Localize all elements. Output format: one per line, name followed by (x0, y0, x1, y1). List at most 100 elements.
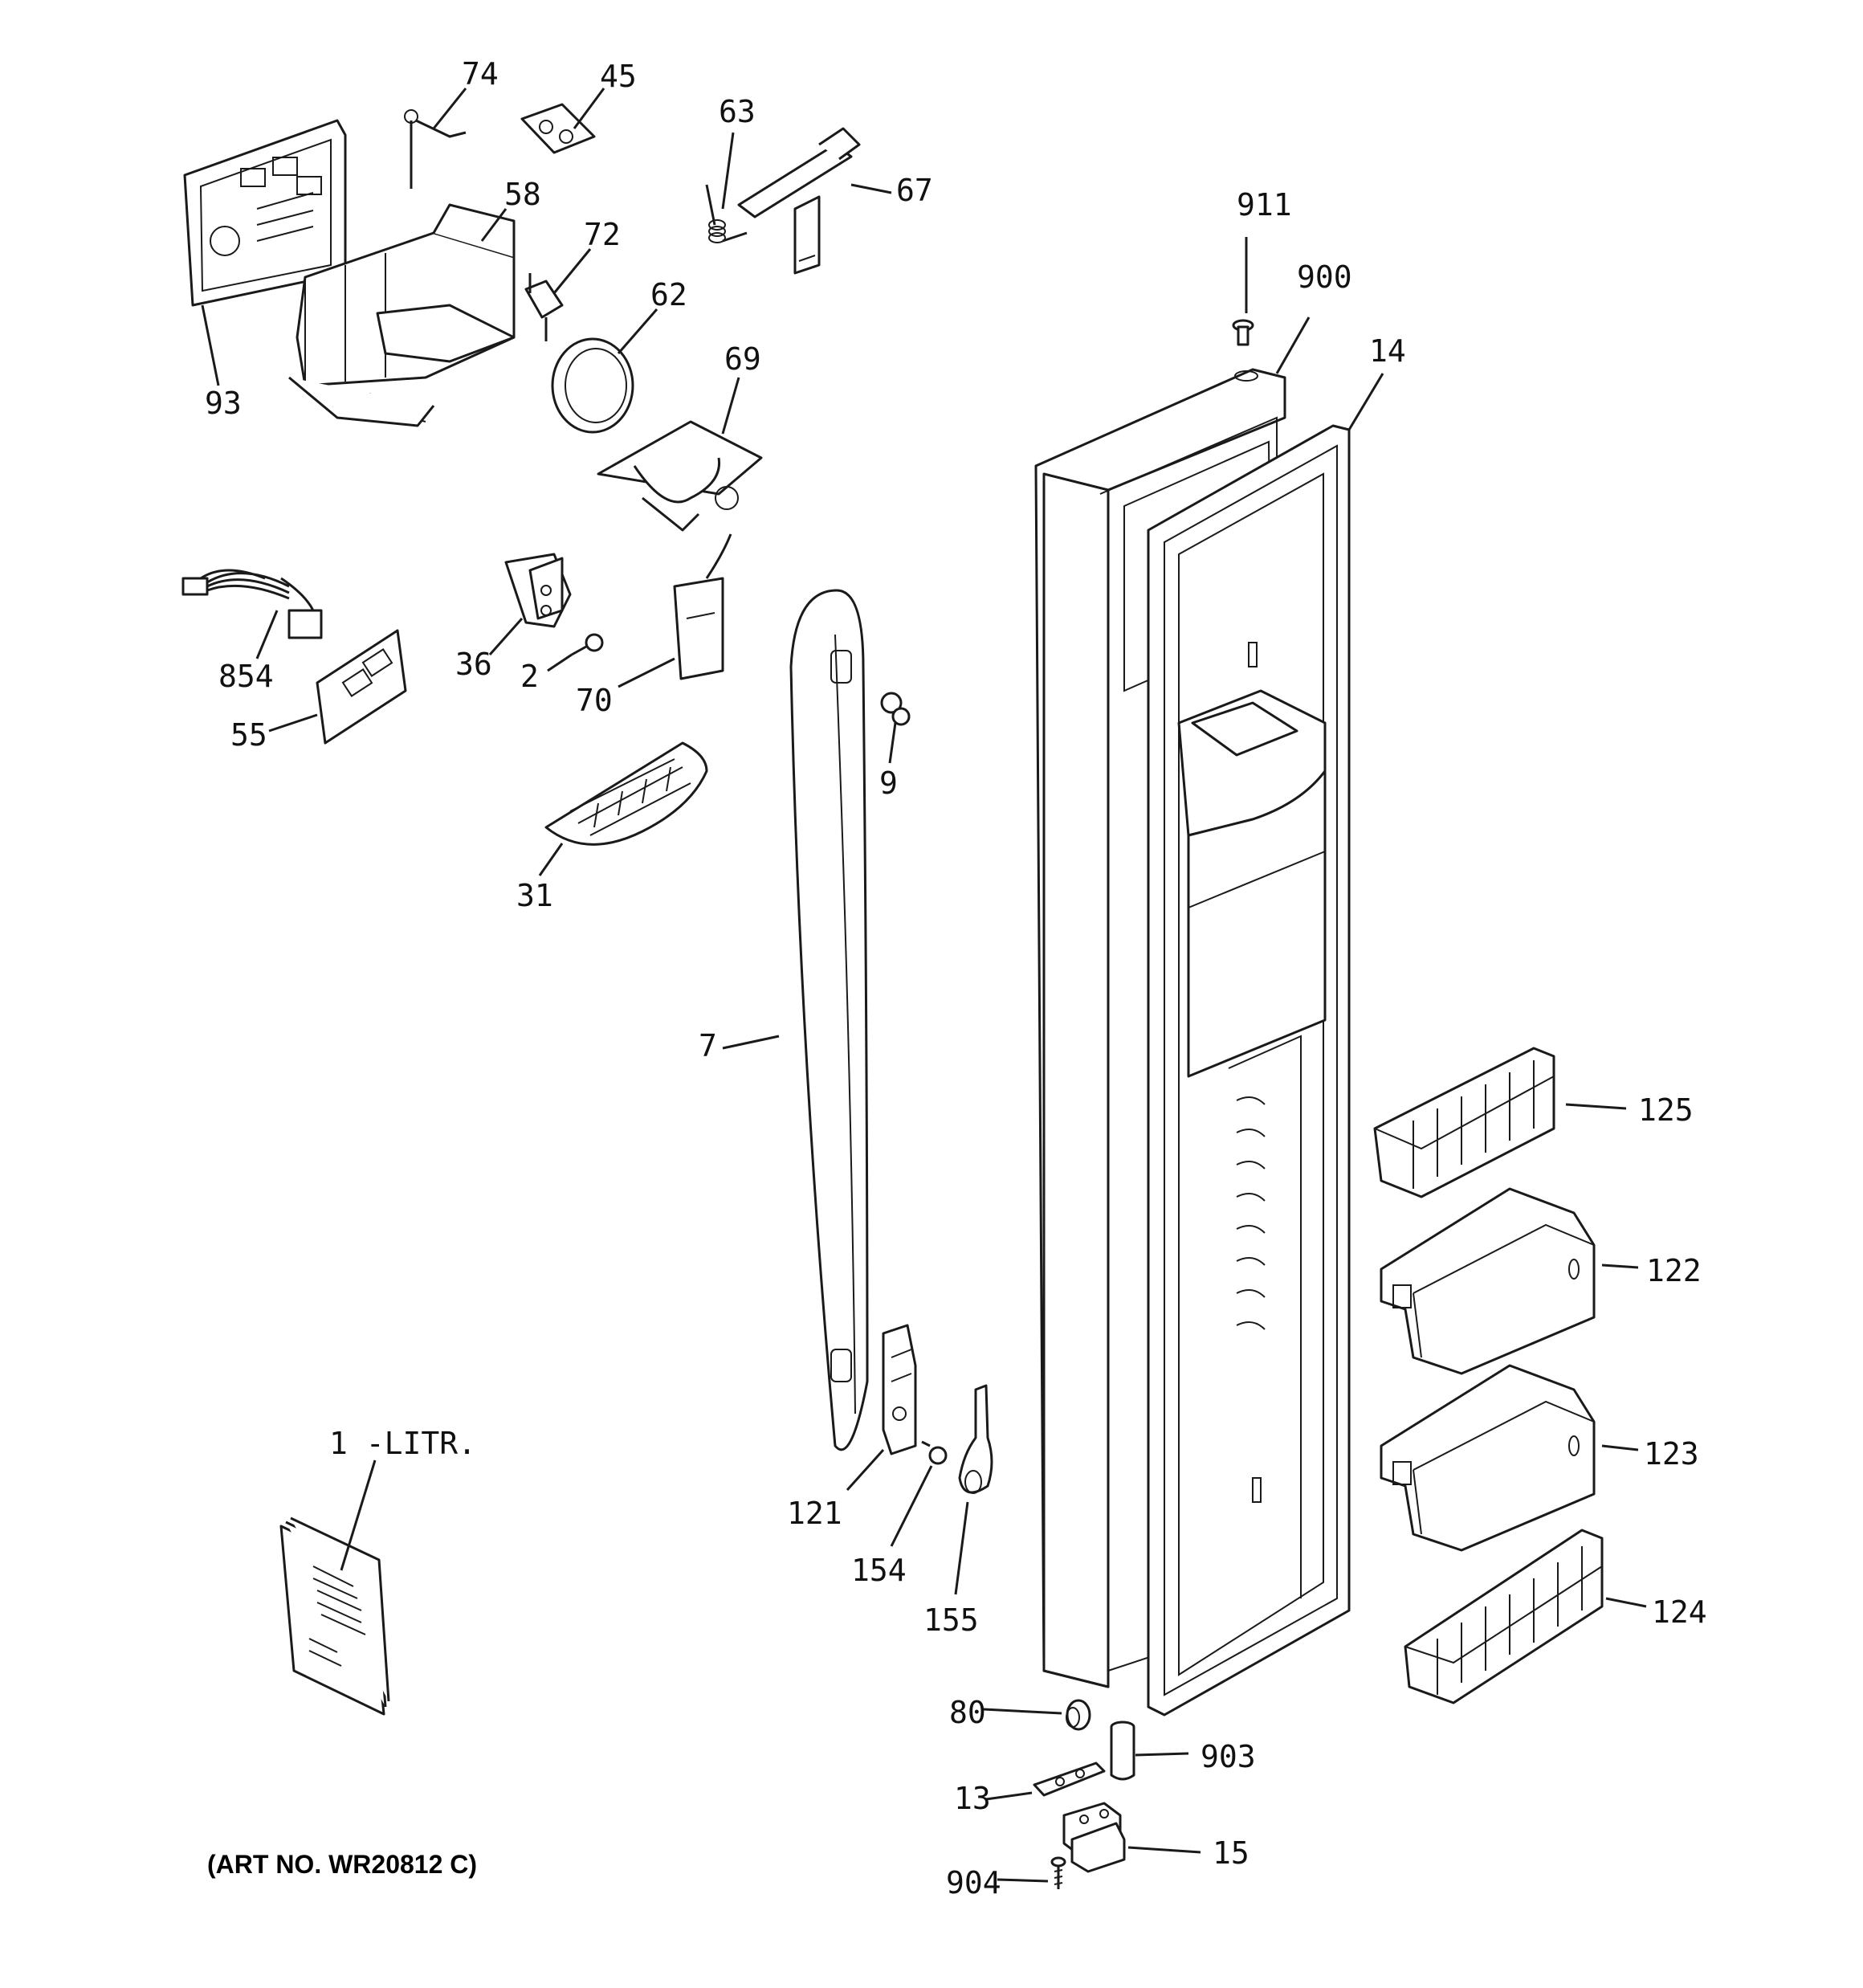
art-number: (ART NO. WR20812 C) (207, 1850, 477, 1879)
part-69-chute (597, 420, 763, 532)
label-900: 900 (1297, 259, 1352, 295)
label-911: 911 (1237, 187, 1292, 222)
leader-62 (617, 308, 658, 354)
leader-70 (618, 657, 675, 688)
label-155: 155 (923, 1602, 979, 1638)
part-63-spring (705, 184, 748, 243)
leader-854 (255, 610, 279, 659)
label-93: 93 (205, 386, 242, 421)
leader-904 (997, 1878, 1049, 1883)
label-125: 125 (1638, 1092, 1694, 1128)
leader-121 (846, 1448, 885, 1492)
part-72-switch (524, 273, 564, 341)
leader-2 (547, 653, 573, 672)
leader-31 (538, 843, 564, 876)
part-62-ring (551, 337, 634, 434)
part-854-wire-harness (181, 569, 323, 639)
label-122: 122 (1646, 1253, 1702, 1288)
label-55: 55 (230, 717, 267, 753)
label-74: 74 (462, 56, 499, 92)
label-72: 72 (584, 217, 621, 252)
label-69: 69 (724, 341, 761, 377)
part-121-hinge-bracket (882, 1324, 917, 1455)
label-13: 13 (954, 1781, 991, 1816)
leader-125 (1565, 1103, 1627, 1110)
label-80: 80 (949, 1695, 986, 1730)
label-31: 31 (516, 878, 553, 913)
leader-72 (552, 248, 592, 294)
label-124: 124 (1652, 1594, 1707, 1630)
label-123: 123 (1644, 1436, 1699, 1472)
part-74-spring (404, 109, 467, 189)
label-58: 58 (504, 177, 541, 212)
part-9-screw (880, 692, 911, 726)
part-70-lamp-cover (673, 533, 732, 680)
label-854: 854 (218, 659, 274, 694)
part-904-screw (1050, 1856, 1066, 1889)
leader-7 (722, 1035, 780, 1050)
label-15: 15 (1213, 1835, 1249, 1871)
leader-14 (1347, 373, 1384, 431)
label-9: 9 (879, 765, 898, 801)
label-63: 63 (719, 94, 756, 129)
leader-93 (201, 304, 220, 386)
label-67: 67 (896, 173, 933, 208)
leader-9 (888, 722, 897, 764)
part-36-bracket (504, 553, 572, 628)
label-2: 2 (520, 659, 539, 694)
part-7-handle (789, 589, 869, 1451)
part-155-wrench (958, 1384, 993, 1494)
leader-58 (480, 208, 508, 242)
leader-67 (850, 183, 892, 194)
leader-45 (573, 88, 605, 129)
part-15-hinge (1062, 1802, 1126, 1873)
leader-900 (1275, 316, 1311, 374)
leader-63 (721, 132, 735, 210)
leader-15 (1127, 1846, 1201, 1854)
label-45: 45 (600, 59, 637, 94)
label-36: 36 (455, 647, 492, 682)
label-121: 121 (787, 1496, 842, 1531)
label-903: 903 (1201, 1739, 1256, 1774)
label-1-litr: 1 -LITR. (329, 1426, 476, 1461)
leader-80 (983, 1708, 1062, 1715)
leader-123 (1601, 1444, 1639, 1451)
part-55-board (316, 629, 407, 745)
part-903-pin (1110, 1721, 1135, 1781)
part-labels: 74 45 63 67 58 72 62 69 93 911 900 14 85… (205, 56, 1707, 1900)
leader-124 (1605, 1597, 1647, 1608)
part-31-tray (544, 741, 708, 846)
part-122-bin (1380, 1187, 1596, 1375)
part-123-bin (1380, 1364, 1596, 1552)
leader-903 (1135, 1752, 1189, 1757)
part-67-door-flap (737, 127, 861, 275)
label-70: 70 (576, 683, 613, 718)
leader-122 (1601, 1263, 1639, 1269)
label-14: 14 (1369, 333, 1406, 369)
part-45-bracket (520, 103, 596, 154)
part-80-bushing (1066, 1699, 1091, 1731)
label-904: 904 (946, 1865, 1001, 1900)
part-154-screw (921, 1440, 948, 1465)
part-13-hinge-plate (1033, 1761, 1106, 1797)
part-125-wire-bin (1373, 1047, 1555, 1198)
shelf-slots (1236, 1096, 1266, 1330)
part-2-screw (571, 633, 604, 656)
part-900-door-outer (1034, 368, 1286, 1688)
leader-155 (954, 1501, 969, 1595)
leader-1-litr (340, 1459, 377, 1571)
part-93-control-board (183, 119, 347, 307)
part-911-screw (1232, 319, 1254, 346)
label-62: 62 (650, 277, 687, 312)
label-7: 7 (699, 1028, 717, 1063)
label-154: 154 (851, 1553, 907, 1588)
leader-55 (268, 713, 318, 733)
leader-74 (432, 88, 467, 129)
leader-13 (985, 1791, 1033, 1801)
part-14-door-liner (1147, 424, 1351, 1717)
part-58-dispenser-housing (288, 203, 516, 427)
part-1-litr-manual (279, 1517, 390, 1716)
leader-154 (890, 1465, 933, 1547)
leader-69 (721, 377, 740, 435)
